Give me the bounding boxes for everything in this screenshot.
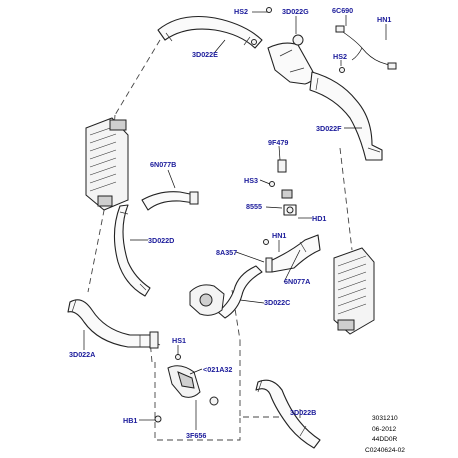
pipe-6n077a — [265, 234, 321, 273]
label-hn1-mid: HN1 — [272, 231, 286, 240]
hose-3d022d — [113, 204, 151, 297]
callout-labels: HS2 3D022G 6C690 HN1 3D022E HS2 3D022F 9… — [69, 6, 391, 440]
hose-3d022g — [267, 34, 315, 85]
right-intercooler — [333, 247, 375, 335]
label-3d022e: 3D022E — [192, 50, 218, 59]
label-hs2-right: HS2 — [333, 52, 347, 61]
label-hs1: HS1 — [172, 336, 186, 345]
label-hs3: HS3 — [244, 176, 258, 185]
hose-3d022a — [67, 299, 159, 349]
throttle-body — [189, 284, 225, 316]
hose-3d022e — [157, 15, 263, 49]
sensor-cluster — [277, 159, 297, 216]
reference-line-4: C0240624-02 — [365, 447, 405, 454]
label-3d022d: 3D022D — [148, 236, 174, 245]
fasteners — [175, 7, 345, 360]
label-hs2-top: HS2 — [234, 7, 248, 16]
pipe-6n077b — [141, 191, 199, 211]
label-3d022b: 3D022B — [290, 408, 316, 417]
reference-line-3: 44DD0R — [372, 436, 398, 443]
label-hd1: HD1 — [312, 214, 326, 223]
label-8555: 8555 — [246, 202, 262, 211]
label-3d022f: 3D022F — [316, 124, 342, 133]
label-9f479: 9F479 — [268, 138, 288, 147]
leader-lines — [83, 11, 387, 430]
assembly-3f656 — [154, 365, 219, 423]
label-3d022c: 3D022C — [264, 298, 290, 307]
reference-line-1: 3031210 — [372, 415, 398, 422]
label-3f656: 3F656 — [186, 431, 206, 440]
label-6c690: 6C690 — [332, 6, 353, 15]
label-hn1-top: HN1 — [377, 15, 391, 24]
label-hb1: HB1 — [123, 416, 137, 425]
hose-3d022f — [309, 71, 383, 161]
left-intercooler — [85, 117, 129, 211]
label-6n077a: 6N077A — [284, 277, 310, 286]
reference-block: 3031210 06-2012 44DD0R C0240624-02 — [365, 415, 405, 454]
label-3d022g: 3D022G — [282, 7, 309, 16]
hose-3d022c — [217, 265, 263, 319]
label-8a357: 8A357 — [216, 248, 237, 257]
label-021a32: <021A32 — [203, 365, 232, 374]
reference-line-2: 06-2012 — [372, 426, 397, 433]
label-6n077b: 6N077B — [150, 160, 176, 169]
wiring-6c690 — [335, 25, 397, 70]
hose-3d022b — [255, 379, 321, 449]
label-3d022a: 3D022A — [69, 350, 95, 359]
